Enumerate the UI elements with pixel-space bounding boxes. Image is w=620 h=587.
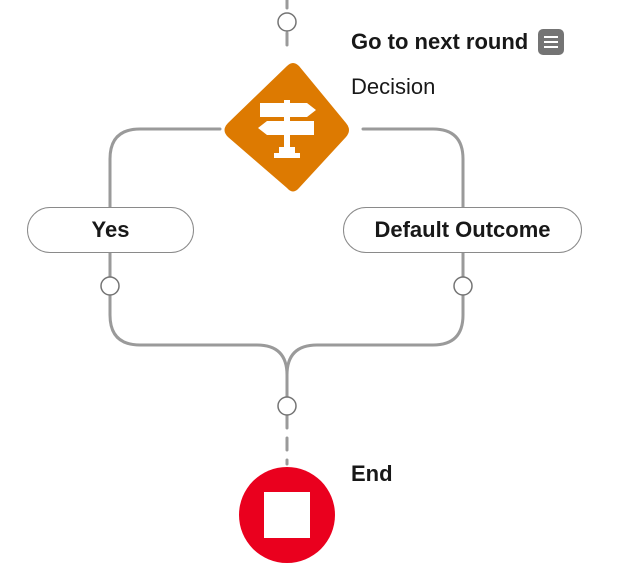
list-icon[interactable]	[538, 29, 565, 55]
end-element[interactable]	[239, 467, 335, 563]
decision-title-row: Go to next round	[351, 29, 565, 55]
add-element-node[interactable]	[277, 12, 297, 32]
branch-connector-yes	[108, 127, 222, 209]
add-element-node-merge[interactable]	[277, 396, 297, 416]
end-label: End	[351, 461, 393, 486]
outcome-default[interactable]: Default Outcome	[343, 207, 582, 253]
merge-connector-left	[108, 294, 289, 398]
branch-connector-default	[361, 127, 465, 209]
stop-icon	[264, 492, 310, 538]
signpost-icon	[258, 100, 316, 158]
decision-type-label: Decision	[351, 74, 436, 99]
add-element-node-default[interactable]	[453, 276, 473, 296]
decision-element[interactable]	[224, 63, 350, 192]
outcome-yes[interactable]: Yes	[27, 207, 194, 253]
merge-connector-right	[285, 294, 465, 377]
decision-title: Go to next round	[351, 29, 529, 54]
add-element-node-yes[interactable]	[100, 276, 120, 296]
